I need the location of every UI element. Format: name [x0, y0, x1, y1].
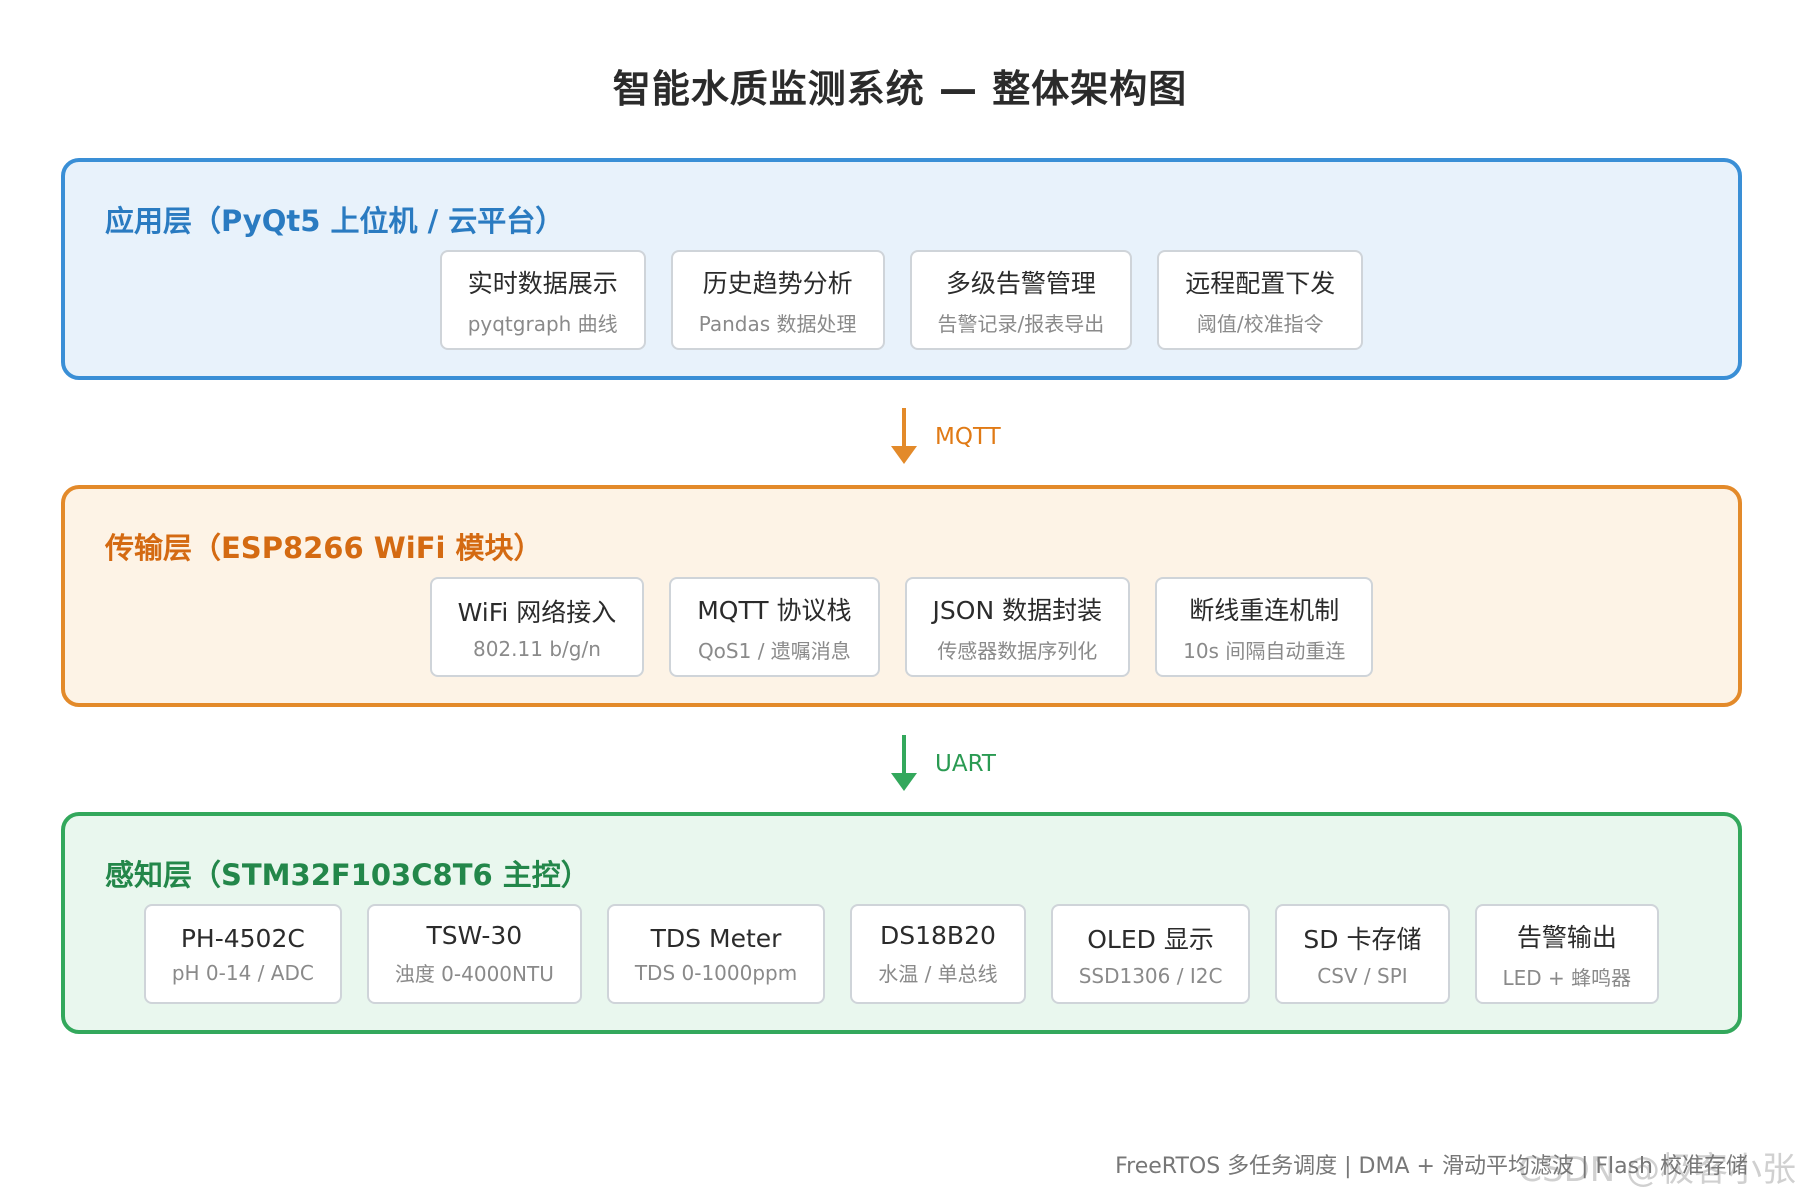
component-subtitle: 传感器数据序列化 [937, 638, 1098, 663]
component-subtitle: LED + 蜂鸣器 [1502, 965, 1632, 990]
component-title: JSON 数据封装 [932, 595, 1103, 625]
component-title: SD 卡存储 [1303, 925, 1422, 954]
arrow-down-icon [891, 773, 917, 791]
connector-label-mqtt: MQTT [935, 424, 1001, 450]
component-title: 历史趋势分析 [702, 268, 853, 298]
component-subtitle: QoS1 / 遗嘱消息 [697, 638, 851, 663]
component-title: DS18B20 [880, 921, 996, 950]
component-mqtt-stack: MQTT 协议栈 QoS1 / 遗嘱消息 [669, 577, 880, 677]
application-layer: 应用层（PyQt5 上位机 / 云平台） 实时数据展示 pyqtgraph 曲线… [61, 158, 1742, 380]
transport-layer-heading: 传输层（ESP8266 WiFi 模块） [105, 531, 543, 565]
connector-label-uart: UART [935, 751, 996, 777]
transport-components: WiFi 网络接入 802.11 b/g/n MQTT 协议栈 QoS1 / 遗… [65, 577, 1738, 677]
component-temperature-sensor: DS18B20 水温 / 单总线 [850, 904, 1026, 1004]
component-subtitle: 10s 间隔自动重连 [1183, 638, 1346, 663]
component-history-analysis: 历史趋势分析 Pandas 数据处理 [670, 250, 885, 350]
arrow-line [902, 735, 906, 777]
component-subtitle: TDS 0-1000ppm [634, 960, 798, 985]
component-subtitle: 水温 / 单总线 [878, 962, 998, 986]
arrow-down-icon [891, 446, 917, 464]
component-title: PH-4502C [180, 923, 305, 953]
transport-layer: 传输层（ESP8266 WiFi 模块） WiFi 网络接入 802.11 b/… [61, 485, 1742, 707]
component-title: 多级告警管理 [945, 268, 1096, 298]
component-realtime-display: 实时数据展示 pyqtgraph 曲线 [439, 250, 646, 350]
application-components: 实时数据展示 pyqtgraph 曲线 历史趋势分析 Pandas 数据处理 多… [65, 250, 1738, 350]
component-title: OLED 显示 [1087, 925, 1214, 954]
component-reconnect: 断线重连机制 10s 间隔自动重连 [1155, 577, 1374, 677]
component-tds-sensor: TDS Meter TDS 0-1000ppm [606, 904, 826, 1004]
component-oled-display: OLED 显示 SSD1306 / I2C [1050, 904, 1251, 1004]
component-subtitle: 802.11 b/g/n [472, 637, 601, 661]
component-alarm-output: 告警输出 LED + 蜂鸣器 [1474, 904, 1660, 1004]
component-title: TSW-30 [426, 921, 523, 950]
component-title: 断线重连机制 [1189, 595, 1340, 625]
perception-layer: 感知层（STM32F103C8T6 主控） PH-4502C pH 0-14 /… [61, 812, 1742, 1034]
component-alarm-management: 多级告警管理 告警记录/报表导出 [909, 250, 1133, 350]
component-title: TDS Meter [650, 923, 782, 953]
component-title: 远程配置下发 [1185, 268, 1336, 298]
component-turbidity-sensor: TSW-30 浊度 0-4000NTU [366, 904, 582, 1004]
component-subtitle: pH 0-14 / ADC [171, 960, 314, 985]
component-ph-sensor: PH-4502C pH 0-14 / ADC [143, 904, 342, 1004]
mqtt-connector: MQTT [885, 408, 1085, 468]
component-title: MQTT 协议栈 [697, 595, 852, 625]
component-title: WiFi 网络接入 [457, 598, 617, 627]
component-title: 实时数据展示 [467, 268, 618, 298]
application-layer-heading: 应用层（PyQt5 上位机 / 云平台） [105, 204, 565, 238]
component-subtitle: 阈值/校准指令 [1196, 311, 1324, 336]
component-subtitle: 告警记录/报表导出 [937, 311, 1105, 336]
perception-layer-heading: 感知层（STM32F103C8T6 主控） [105, 858, 590, 892]
component-remote-config: 远程配置下发 阈值/校准指令 [1157, 250, 1364, 350]
component-title: 告警输出 [1516, 922, 1617, 952]
component-subtitle: 浊度 0-4000NTU [394, 962, 554, 986]
component-subtitle: Pandas 数据处理 [698, 311, 857, 336]
arrow-line [902, 408, 906, 450]
diagram-title: 智能水质监测系统 — 整体架构图 [612, 67, 1188, 111]
component-subtitle: pyqtgraph 曲线 [467, 311, 618, 336]
component-subtitle: CSV / SPI [1317, 964, 1408, 988]
component-subtitle: SSD1306 / I2C [1078, 964, 1223, 988]
uart-connector: UART [885, 735, 1085, 795]
component-sd-storage: SD 卡存储 CSV / SPI [1275, 904, 1450, 1004]
footer-note: FreeRTOS 多任务调度 | DMA + 滑动平均滤波 | Flash 校准… [1115, 1154, 1748, 1179]
watermark: CSDN @极客小张 [1518, 1150, 1796, 1190]
perception-components: PH-4502C pH 0-14 / ADC TSW-30 浊度 0-4000N… [65, 904, 1738, 1004]
component-wifi-access: WiFi 网络接入 802.11 b/g/n [429, 577, 645, 677]
component-json-packaging: JSON 数据封装 传感器数据序列化 [904, 577, 1131, 677]
